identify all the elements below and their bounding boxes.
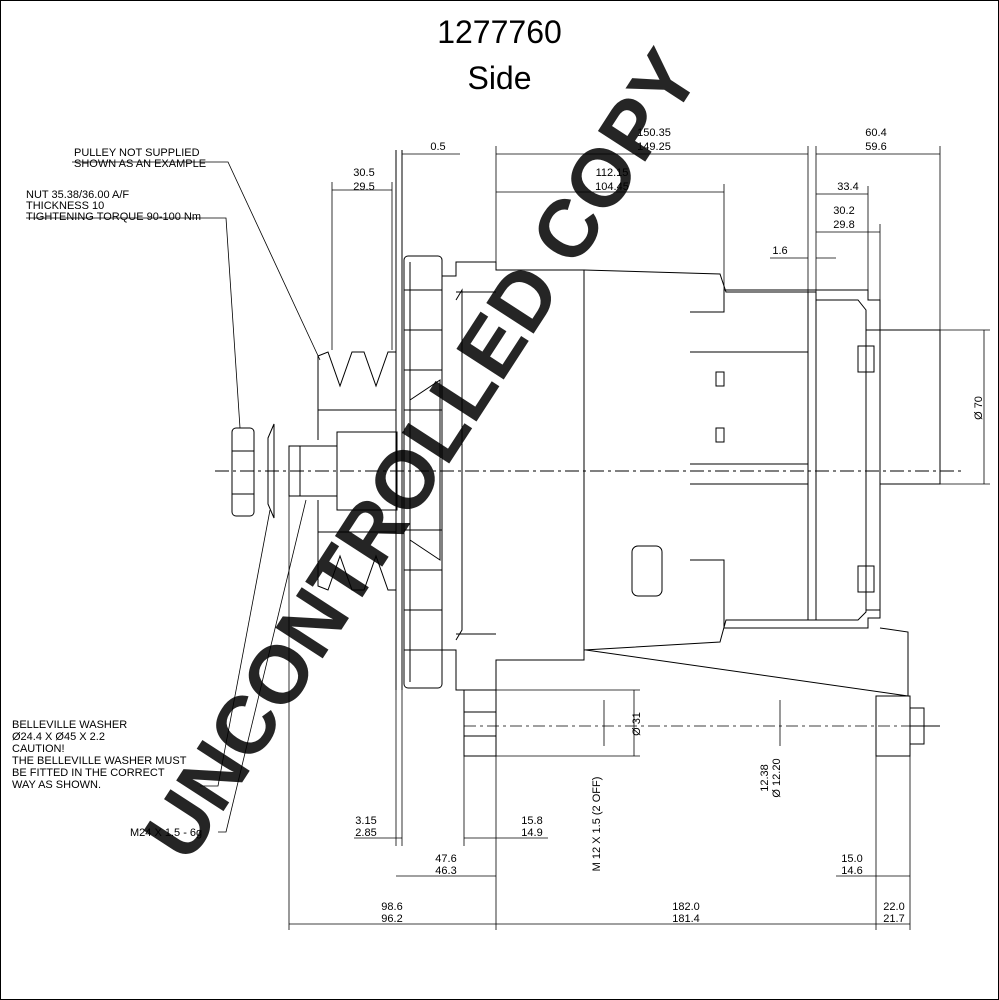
dim-ear-width-min: 14.9 (521, 827, 542, 839)
dim-rear-overall-max: 60.4 (865, 127, 886, 139)
dim-rear-ear-min: 14.6 (841, 865, 862, 877)
dim-ear-spacing-max: 182.0 (672, 901, 700, 913)
note-nut-line-1: NUT 35.38/36.00 A/F (26, 189, 129, 201)
dimension-labels: 30.5 29.5 0.5 150.35 149.25 112.15 104.4… (353, 127, 985, 925)
dim-rear-overall-min: 59.6 (865, 141, 886, 153)
note-washer-line-2: Ø24.4 X Ø45 X 2.2 (12, 731, 105, 743)
note-washer-line-6: WAY AS SHOWN. (12, 779, 101, 791)
nut-shape (231, 427, 255, 517)
note-nut-line-3: TIGHTENING TORQUE 90-100 Nm (26, 211, 201, 223)
dim-fan-offset-min: 2.85 (355, 827, 376, 839)
dim-rear-ear-width-max: 22.0 (883, 901, 904, 913)
dim-bolt-hole-min: Ø 12.20 (771, 758, 783, 797)
dim-front-flange-max: 112.15 (596, 167, 629, 179)
dim-shaft-ear-max: 98.6 (381, 901, 402, 913)
rear-housing (631, 289, 941, 629)
dim-rear-b-min: 29.8 (833, 219, 854, 231)
front-housing (442, 261, 585, 757)
view-label: Side (467, 60, 532, 96)
dim-rear-a: 33.4 (837, 181, 858, 193)
dim-pulley-width-max: 30.5 (353, 167, 374, 179)
dimension-lines (26, 146, 990, 930)
watermark: UNCONTROLLED COPY (127, 35, 717, 875)
note-washer-line-1: BELLEVILLE WASHER (12, 719, 127, 731)
dim-fan-offset-max: 3.15 (355, 815, 376, 827)
dim-rear-ear-max: 15.0 (841, 853, 862, 865)
washer-shape (267, 423, 275, 519)
dim-fan-gap: 0.5 (430, 141, 445, 153)
shaft-shape (288, 431, 398, 511)
note-washer-line-4: THE BELLEVILLE WASHER MUST (12, 755, 187, 767)
dim-front-hub-max: 47.6 (435, 853, 456, 865)
dim-ear-width-max: 15.8 (521, 815, 542, 827)
dim-rear-b-max: 30.2 (833, 205, 854, 217)
dim-pulley-width-min: 29.5 (353, 181, 374, 193)
dim-ear-spacing-min: 181.4 (672, 913, 700, 925)
note-nut-line-2: THICKNESS 10 (26, 200, 104, 212)
dim-body-length-max: 150.35 (637, 127, 671, 139)
note-washer-line-3: CAUTION! (12, 743, 65, 755)
dim-shaft-ear-min: 96.2 (381, 913, 402, 925)
note-pulley-line-1: PULLEY NOT SUPPLIED (74, 147, 200, 159)
dim-front-hub-min: 46.3 (435, 865, 456, 877)
dim-body-length-min: 149.25 (637, 141, 671, 153)
dim-rear-diameter: Ø 70 (973, 396, 985, 420)
dim-ear-diameter: Ø 31 (631, 712, 643, 736)
dim-bolt-thread: M 12 X 1.5 (2 OFF) (591, 777, 603, 872)
part-number: 1277760 (437, 14, 562, 50)
dim-bolt-hole-max: 12.38 (759, 764, 771, 792)
fan-shape (395, 150, 443, 690)
dim-front-flange-min: 104.45 (595, 181, 629, 193)
dim-rear-ear-width-min: 21.7 (883, 913, 904, 925)
note-pulley-line-2: SHOWN AS AN EXAMPLE (74, 158, 206, 170)
note-washer-line-5: BE FITTED IN THE CORRECT (12, 767, 165, 779)
notes: PULLEY NOT SUPPLIED SHOWN AS AN EXAMPLE … (12, 147, 206, 839)
dim-rear-c: 1.6 (772, 245, 787, 257)
note-thread: M24 X 1.5 - 6g (130, 827, 202, 839)
stator-body (583, 269, 809, 651)
